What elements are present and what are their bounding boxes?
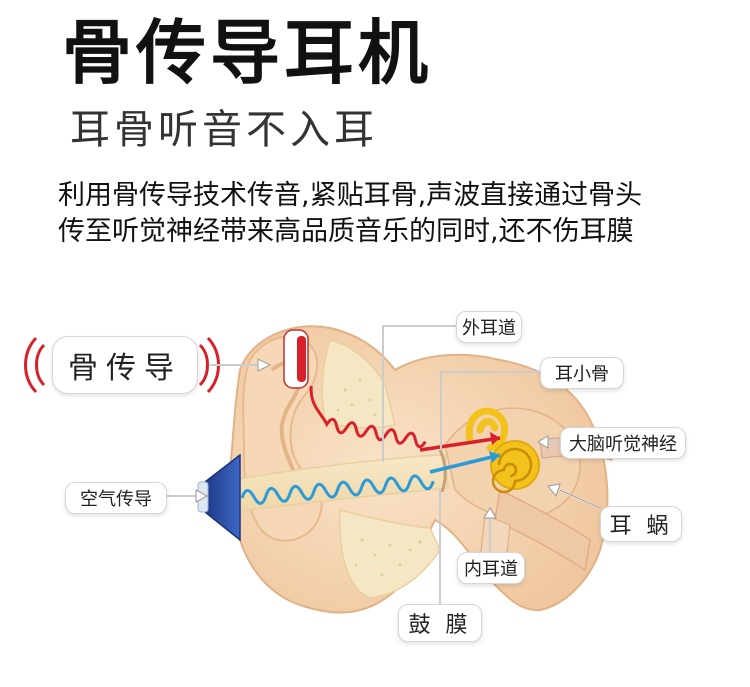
description-line-2: 传至听觉神经带来高品质音乐的同时,还不伤耳膜	[58, 216, 634, 247]
bone-conduction-label: 骨传导	[52, 336, 198, 394]
semicircular-canals	[465, 407, 509, 452]
eardrum-shape	[438, 449, 447, 493]
eardrum-label: 鼓 膜	[398, 604, 482, 642]
temporal-bone-shape	[321, 339, 396, 429]
inner-canal-shape	[494, 488, 591, 572]
ossicles-label: 耳小骨	[540, 357, 624, 389]
bone-wave	[309, 385, 427, 449]
auditory-nerve-label: 大脑听觉神经	[560, 427, 686, 459]
page-subtitle: 耳骨听音不入耳	[70, 107, 378, 153]
bone-conduction-device	[283, 329, 309, 389]
outer-ear-canal-label: 外耳道	[456, 311, 522, 343]
air-wave	[240, 474, 435, 505]
cochlea-spiral	[490, 440, 540, 494]
sound-arcs-left	[24, 336, 46, 394]
bone-wave-arrow	[419, 436, 501, 452]
cochlea-label: 耳 蜗	[600, 506, 682, 542]
air-wave-arrow	[429, 453, 501, 474]
bone-texture-dots	[336, 378, 422, 577]
air-speaker	[197, 453, 241, 542]
inner-ear-canal-label: 内耳道	[457, 552, 525, 584]
description: 利用骨传导技术传音,紧贴耳骨,声波直接通过骨头 传至听觉神经带来高品质音乐的同时…	[58, 178, 738, 250]
air-conduction-label: 空气传导	[65, 482, 167, 514]
ear-diagram: 骨传导 空气传导 外耳道 耳小骨 大脑听觉神经 耳 蜗 内耳道 鼓 膜	[0, 250, 750, 683]
page-title: 骨传导耳机	[62, 12, 432, 94]
ear-anatomy-illustration	[24, 325, 616, 615]
description-line-1: 利用骨传导技术传音,紧贴耳骨,声波直接通过骨头	[58, 180, 643, 211]
